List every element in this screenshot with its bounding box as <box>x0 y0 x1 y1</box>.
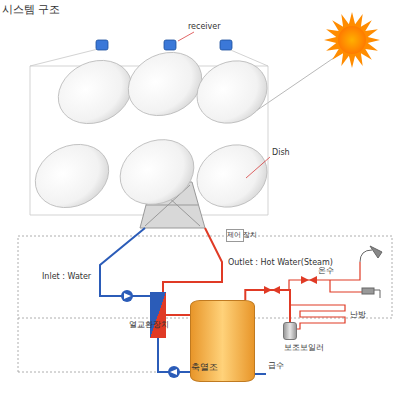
control-boundary <box>18 372 166 373</box>
node-label: 열교환장치 <box>129 320 169 330</box>
storage-tank: 축열조 <box>190 300 255 382</box>
receiver-symbol <box>96 40 232 50</box>
sun <box>324 12 380 68</box>
dish <box>187 134 278 219</box>
shower-symbol <box>360 250 372 262</box>
inlet-pipe <box>100 228 150 296</box>
valve-symbol <box>301 276 309 284</box>
inlet-pipe <box>255 373 266 375</box>
hot-water-pipe <box>330 280 362 292</box>
callout-label: 난방 <box>350 310 366 320</box>
pipe-connector <box>166 314 190 316</box>
dish <box>109 128 204 216</box>
hot-water-pipe <box>289 305 345 329</box>
shower-symbol <box>360 246 382 262</box>
shower-symbol <box>370 246 382 258</box>
faucet-symbol <box>362 288 380 298</box>
control-box: 제어 장치 <box>226 229 244 242</box>
receiver-symbol <box>220 40 232 50</box>
node-label: 축열조 <box>191 362 218 373</box>
sun <box>324 12 380 68</box>
dish <box>187 50 278 135</box>
pump-symbol <box>168 366 180 378</box>
dish <box>25 133 119 219</box>
pump-symbol <box>170 369 177 375</box>
leader-line <box>178 32 270 178</box>
valve-symbol <box>264 286 272 294</box>
dish <box>118 41 212 127</box>
valve-symbol <box>309 276 317 284</box>
leader-line <box>178 32 194 41</box>
callout-label: 온수 <box>318 266 334 276</box>
callout-label: Inlet : Water <box>42 272 91 282</box>
faucet-symbol <box>374 290 380 298</box>
pump-symbol <box>121 290 133 302</box>
receiver-symbol <box>164 40 176 50</box>
sun <box>338 26 366 54</box>
callout-label: receiver <box>188 22 221 32</box>
aux-boiler: 보조보일러 <box>283 322 297 340</box>
receiver-symbol <box>96 40 108 50</box>
diagram-title: 시스템 구조 <box>2 2 61 17</box>
leader-line <box>246 157 270 178</box>
callout-label: 급수 <box>268 361 284 371</box>
pump-symbol <box>124 293 131 299</box>
outlet-pipe <box>163 228 222 292</box>
node-label: 보조보일러 <box>284 343 324 353</box>
callout-label: Dish <box>272 148 290 158</box>
control-boundary <box>18 318 19 372</box>
pump-symbol <box>121 290 180 378</box>
valve-symbol <box>264 276 317 294</box>
dish <box>25 41 277 219</box>
outlet-pipe <box>163 228 222 292</box>
node-label: 제어 장치 <box>227 231 243 239</box>
heat-exchanger: 열교환장치 <box>150 292 166 338</box>
faucet-symbol <box>362 288 374 294</box>
callout-label: Outlet : Hot Water(Steam) <box>228 258 333 268</box>
valve-symbol <box>272 286 280 294</box>
